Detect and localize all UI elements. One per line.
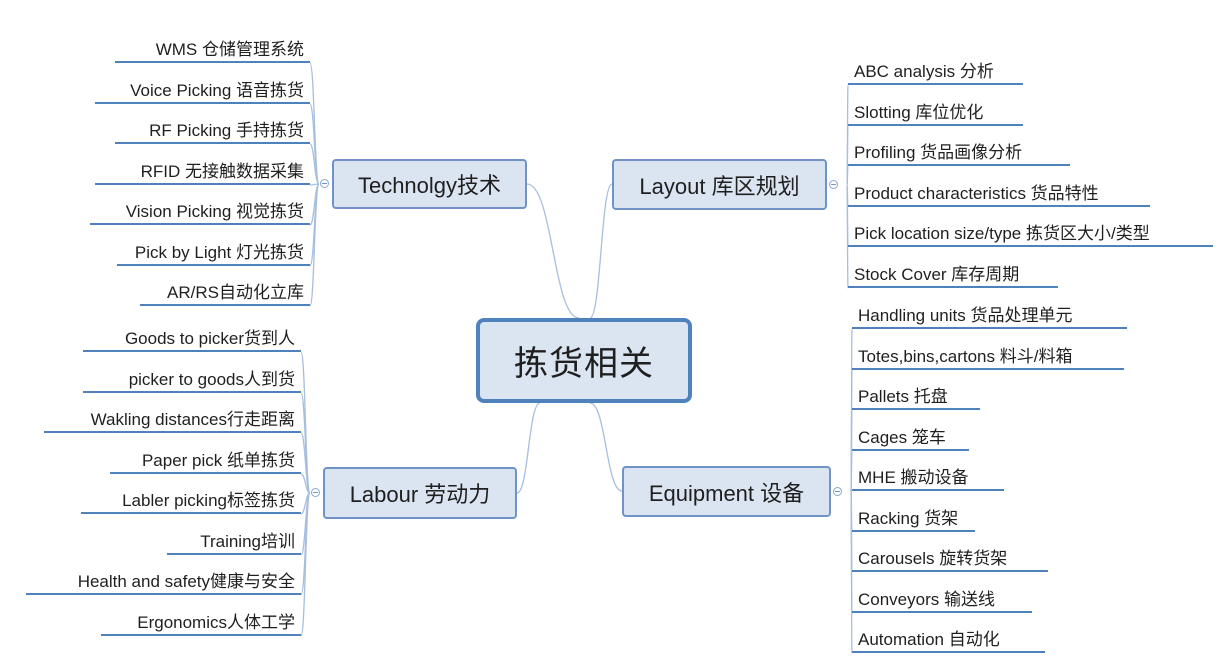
connector-labour-item-0 (300, 351, 311, 494)
connector-layout-item-5 (846, 184, 849, 289)
central-topic[interactable]: 拣货相关 (476, 318, 692, 403)
equipment-item-2[interactable]: Pallets 托盘 (852, 386, 980, 410)
equipment-item-4[interactable]: MHE 搬动设备 (852, 467, 1004, 491)
equipment-item-5[interactable]: Racking 货架 (852, 508, 975, 532)
technology-item-0[interactable]: WMS 仓储管理系统 (115, 39, 310, 63)
equipment-item-7[interactable]: Conveyors 输送线 (852, 589, 1032, 613)
technology-item-1[interactable]: Voice Picking 语音拣货 (95, 80, 310, 104)
technology-item-6[interactable]: AR/RS自动化立库 (140, 282, 310, 306)
layout-item-4[interactable]: Pick location size/type 拣货区大小/类型 (848, 223, 1213, 247)
connector-labour-item-3 (300, 473, 311, 494)
layout-item-1[interactable]: Slotting 库位优化 (848, 102, 1023, 126)
connector-technology-item-6 (309, 183, 320, 307)
labour-item-1[interactable]: picker to goods人到货 (83, 369, 301, 393)
connector-center-labour (516, 402, 541, 494)
collapse-layout-icon[interactable] (829, 180, 838, 189)
labour-item-6[interactable]: Health and safety健康与安全 (26, 571, 301, 595)
technology-item-2[interactable]: RF Picking 手持拣货 (115, 120, 310, 144)
equipment-item-8[interactable]: Automation 自动化 (852, 629, 1045, 653)
equipment-item-1[interactable]: Totes,bins,cartons 料斗/料箱 (852, 346, 1124, 370)
connector-labour-item-7 (300, 492, 311, 637)
connector-center-equipment (589, 402, 623, 492)
technology-item-3[interactable]: RFID 无接触数据采集 (95, 161, 310, 185)
technology-item-4[interactable]: Vision Picking 视觉拣货 (90, 201, 310, 225)
labour-item-0[interactable]: Goods to picker货到人 (83, 328, 301, 352)
collapse-technology-icon[interactable] (320, 179, 329, 188)
labour-item-7[interactable]: Ergonomics人体工学 (101, 612, 301, 636)
layout-item-2[interactable]: Profiling 货品画像分析 (848, 142, 1070, 166)
technology-item-5[interactable]: Pick by Light 灯光拣货 (117, 242, 310, 266)
layout-item-5[interactable]: Stock Cover 库存周期 (848, 264, 1058, 288)
connector-center-layout (589, 183, 613, 319)
labour-item-4[interactable]: Labler picking标签拣货 (81, 490, 301, 514)
equipment-item-3[interactable]: Cages 笼车 (852, 427, 969, 451)
layout-item-0[interactable]: ABC analysis 分析 (848, 61, 1023, 85)
connector-equipment-item-8 (850, 491, 853, 654)
collapse-equipment-icon[interactable] (833, 487, 842, 496)
connector-technology-item-2 (309, 143, 320, 185)
branch-equipment[interactable]: Equipment 设备 (622, 466, 831, 517)
labour-item-5[interactable]: Training培训 (167, 531, 301, 555)
connector-labour-item-2 (300, 432, 311, 494)
equipment-item-6[interactable]: Carousels 旋转货架 (852, 548, 1048, 572)
collapse-labour-icon[interactable] (311, 488, 320, 497)
branch-technology[interactable]: Technolgy技术 (332, 159, 527, 209)
connector-center-technology (526, 183, 580, 319)
labour-item-2[interactable]: Wakling distances行走距离 (44, 409, 301, 433)
connector-equipment-item-3 (850, 450, 853, 493)
branch-layout[interactable]: Layout 库区规划 (612, 159, 827, 210)
equipment-item-0[interactable]: Handling units 货品处理单元 (852, 305, 1127, 329)
labour-item-3[interactable]: Paper pick 纸单拣货 (110, 450, 301, 474)
branch-labour[interactable]: Labour 劳动力 (323, 467, 517, 519)
layout-item-3[interactable]: Product characteristics 货品特性 (848, 183, 1150, 207)
